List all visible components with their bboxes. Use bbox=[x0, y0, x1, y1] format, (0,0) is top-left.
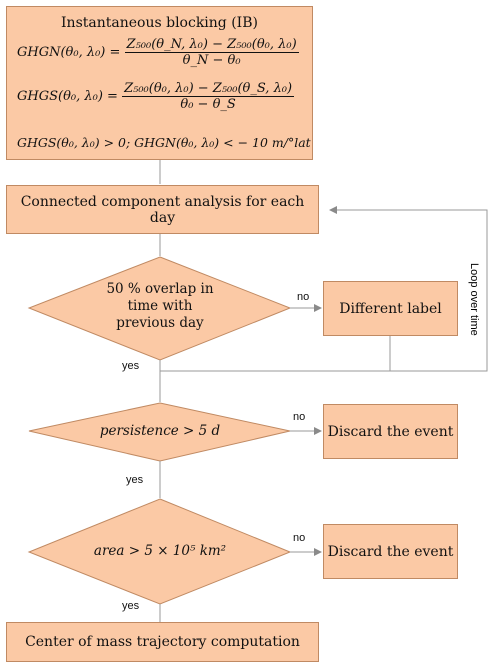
decision1-line1: 50 % overlap in bbox=[106, 281, 214, 297]
edge-label-yes-1: yes bbox=[122, 360, 140, 372]
loop-over-time-line bbox=[160, 206, 488, 372]
decision1-line3: previous day bbox=[116, 315, 204, 331]
center-of-mass-box: Center of mass trajectory computation bbox=[6, 622, 319, 662]
edge-label-yes-2: yes bbox=[126, 474, 144, 486]
eq2-denominator: θ₀ − θ_S bbox=[180, 97, 236, 112]
eq2-fraction: Z₅₀₀(θ₀, λ₀) − Z₅₀₀(θ_S, λ₀) θ₀ − θ_S bbox=[122, 81, 295, 112]
decision3-text: area > 5 × 10⁵ km² bbox=[93, 543, 227, 559]
eq1: GHGN(θ₀, λ₀) = Z₅₀₀(θ_N, λ₀) − Z₅₀₀(θ₀, … bbox=[17, 37, 299, 68]
eq1-numerator: Z₅₀₀(θ_N, λ₀) − Z₅₀₀(θ₀, λ₀) bbox=[124, 37, 299, 53]
different-label-text: Different label bbox=[339, 300, 442, 317]
loop-over-time-label: Loop over time bbox=[468, 263, 480, 336]
edge-label-no-2: no bbox=[293, 411, 306, 423]
eq2-lhs: GHGS(θ₀, λ₀) = bbox=[17, 89, 118, 104]
discard-event-label-2: Discard the event bbox=[327, 543, 454, 560]
discard-event-label-1: Discard the event bbox=[327, 423, 454, 440]
eq2-numerator: Z₅₀₀(θ₀, λ₀) − Z₅₀₀(θ_S, λ₀) bbox=[122, 81, 295, 97]
decision2-text: persistence > 5 d bbox=[99, 423, 221, 439]
eq1-fraction: Z₅₀₀(θ_N, λ₀) − Z₅₀₀(θ₀, λ₀) θ_N − θ₀ bbox=[124, 37, 299, 68]
center-of-mass-label: Center of mass trajectory computation bbox=[25, 634, 300, 650]
ib-box: Instantaneous blocking (IB) GHGN(θ₀, λ₀)… bbox=[6, 6, 313, 160]
decision1-line2: time with bbox=[127, 298, 193, 314]
ib-box-title: Instantaneous blocking (IB) bbox=[61, 15, 258, 31]
discard-event-box-2: Discard the event bbox=[323, 524, 458, 579]
different-label-box: Different label bbox=[323, 281, 458, 336]
edge-label-no-3: no bbox=[293, 532, 306, 544]
cca-box-label: Connected component analysis for each da… bbox=[20, 193, 305, 226]
cca-box: Connected component analysis for each da… bbox=[6, 185, 319, 234]
edge-label-no-1: no bbox=[297, 291, 310, 303]
eq1-denominator: θ_N − θ₀ bbox=[182, 53, 241, 68]
discard-event-box-1: Discard the event bbox=[323, 404, 458, 459]
ib-condition: GHGS(θ₀, λ₀) > 0; GHGN(θ₀, λ₀) < − 10 m/… bbox=[17, 135, 311, 150]
eq1-lhs: GHGN(θ₀, λ₀) = bbox=[17, 45, 121, 60]
decision1-text: 50 % overlap in time with previous day bbox=[60, 281, 260, 332]
eq2: GHGS(θ₀, λ₀) = Z₅₀₀(θ₀, λ₀) − Z₅₀₀(θ_S, … bbox=[17, 81, 295, 112]
edge-label-yes-3: yes bbox=[122, 600, 140, 612]
